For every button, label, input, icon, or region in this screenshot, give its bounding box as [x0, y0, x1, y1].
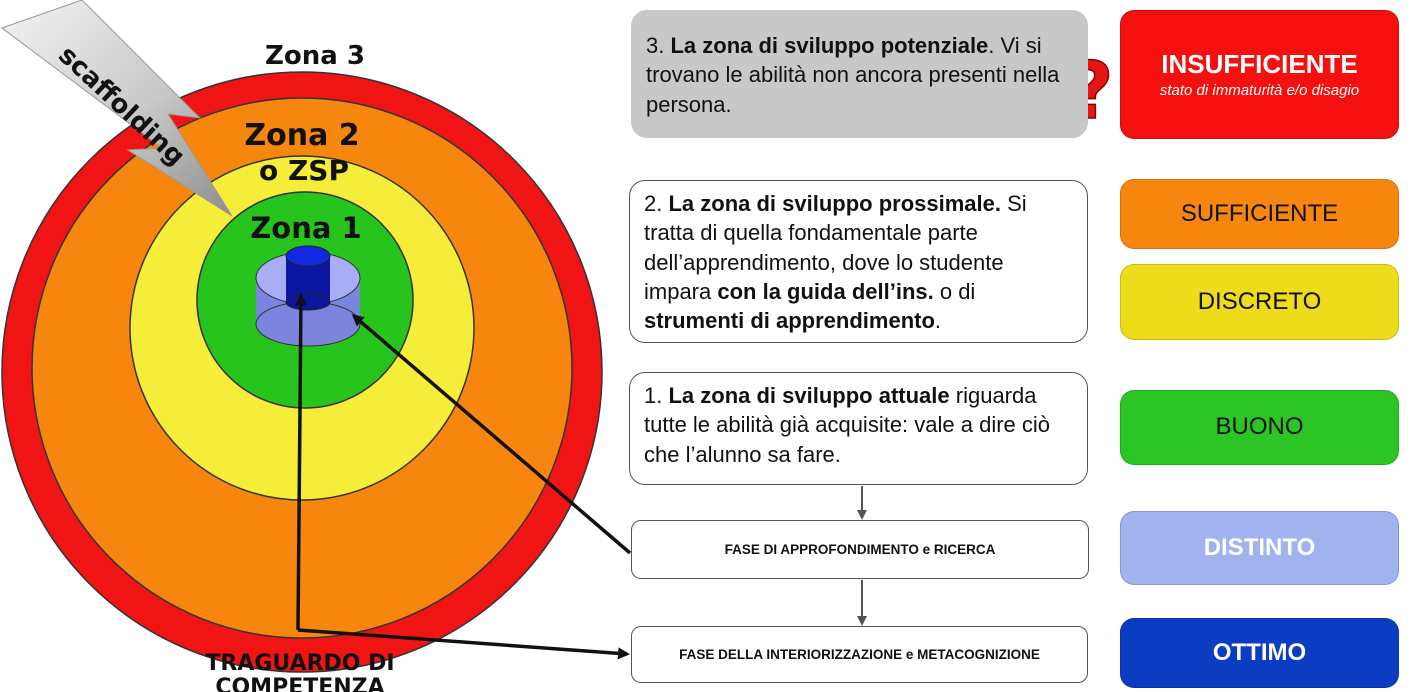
zone-2-title: La zona di sviluppo prossimale.: [668, 191, 1001, 216]
zone-zsp-label: o ZSP: [259, 154, 349, 187]
internalization-arrow: [297, 628, 630, 660]
goal-label-line2: COMPETENZA: [215, 675, 384, 692]
zone-2-text-2: o di: [933, 278, 976, 304]
zone-2-text: Si tratta di quella fondamentale parte d…: [644, 191, 1027, 304]
internalization-phase-box: FASE DELLA INTERIORIZZAZIONE e METACOGNI…: [631, 626, 1088, 683]
zone-3-text: . Vi si trovano le abilità non ancora pr…: [646, 33, 1060, 117]
goal-to-center-arrow: [294, 293, 307, 631]
zone-2-tools: strumenti di apprendimento: [644, 308, 935, 333]
grade-note: stato di immaturità e/o disagio: [1159, 81, 1360, 99]
zone-3-label: Zona 3: [265, 41, 365, 71]
grade-label: SUFFICIENTE: [1180, 199, 1339, 227]
zone-3-title: La zona di sviluppo potenziale: [670, 33, 989, 58]
internalization-phase-label: FASE DELLA INTERIORIZZAZIONE e METACOGNI…: [679, 646, 1040, 662]
grade-label: INSUFFICIENTE: [1161, 49, 1358, 80]
zone-3-number: 3.: [646, 33, 665, 58]
zone-1-title: La zona di sviluppo attuale: [668, 383, 950, 408]
deepening-phase-box: FASE DI APPROFONDIMENTO e RICERCA: [631, 520, 1089, 579]
grade-buono: BUONO: [1120, 390, 1399, 465]
zone-3-description: 3. La zona di sviluppo potenziale. Vi si…: [631, 10, 1088, 138]
zone-1-description: 1. La zona di sviluppo attuale riguarda …: [629, 372, 1088, 485]
grade-insufficiente: INSUFFICIENTE stato di immaturità e/o di…: [1120, 10, 1399, 139]
zone-1-label: Zona 1: [250, 211, 361, 245]
zone-2-description: 2. La zona di sviluppo prossimale. Si tr…: [629, 180, 1088, 343]
arrows: [294, 293, 867, 660]
grade-distinto: DISTINTO: [1120, 511, 1399, 585]
goal-label-line1: TRAGUARDO DI: [205, 651, 394, 676]
zone-2-label: Zona 2: [244, 118, 359, 153]
zone-2-end: .: [934, 308, 942, 333]
zone-1-text: riguarda tutte le abilità già acquisite:…: [644, 383, 1051, 467]
grade-discreto: DISCRETO: [1120, 264, 1399, 340]
grade-sufficiente: SUFFICIENTE: [1120, 179, 1399, 249]
zone-2-number: 2.: [644, 191, 663, 216]
deepening-phase-label: FASE DI APPROFONDIMENTO e RICERCA: [724, 541, 996, 557]
grade-ottimo: OTTIMO: [1120, 618, 1399, 688]
zone-1-number: 1.: [644, 383, 663, 408]
grade-label: DISTINTO: [1203, 533, 1316, 561]
grade-label: DISCRETO: [1197, 287, 1322, 315]
competence-target: [255, 245, 361, 347]
grade-label: BUONO: [1215, 413, 1304, 441]
grade-label: OTTIMO: [1212, 638, 1307, 666]
deepening-arrow: [351, 314, 632, 555]
zone-2-guide: con la guida dell’ins.: [717, 278, 934, 304]
